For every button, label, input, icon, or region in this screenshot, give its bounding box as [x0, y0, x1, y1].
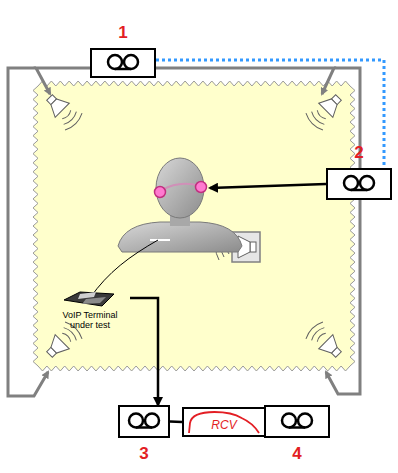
tape-recorder-symbol: [298, 414, 312, 428]
tape-recorder-symbol: [328, 170, 390, 198]
callout-number: 1: [92, 23, 154, 43]
device-label: VoIP Terminal under test: [56, 310, 124, 331]
handset-cord: [90, 240, 158, 298]
tape-recorder-symbol: [129, 414, 143, 428]
loudspeaker: [319, 335, 342, 358]
tape-recorder-symbol: [115, 68, 131, 71]
tape-recorder-symbol: [108, 55, 122, 69]
phone-icon: [50, 286, 130, 310]
loudspeaker: [304, 89, 347, 132]
signal-connector: [130, 298, 158, 405]
tape-recorder: 1: [90, 48, 156, 78]
mouth-simulator: [250, 242, 256, 252]
head-and-torso-simulator: [196, 182, 207, 193]
filter-label: RCV: [184, 418, 264, 432]
receive-filter-box: RCV: [182, 407, 266, 437]
callout-number: 4: [266, 444, 328, 464]
phone-icon: [64, 292, 114, 306]
loudspeaker-feed-lines: [8, 68, 48, 396]
head-and-torso-simulator: [150, 239, 170, 241]
tape-recorder-symbol: [360, 176, 374, 190]
tape-recorder: 2: [326, 168, 392, 200]
head-and-torso-simulator: [162, 184, 200, 190]
head-and-torso-simulator: [155, 187, 166, 198]
callout-number: 3: [120, 444, 168, 464]
tape-recorder-symbol: [344, 176, 358, 190]
tape-recorder-symbol: [120, 407, 168, 436]
tape-recorder-symbol: [282, 414, 296, 428]
head-and-torso-simulator: [118, 158, 242, 252]
sync-link: [156, 60, 384, 168]
tape-recorder: 3: [118, 405, 170, 438]
tape-recorder-symbol: [145, 414, 159, 428]
voip-terminal: VoIP Terminal under test: [50, 286, 130, 333]
room-wall: [33, 81, 355, 371]
loudspeaker: [304, 320, 347, 363]
loudspeaker: [58, 106, 84, 132]
tape-recorder-symbol: [266, 407, 328, 436]
tape-recorder-symbol: [351, 189, 367, 192]
loudspeaker: [47, 335, 70, 358]
loudspeaker: [304, 320, 330, 346]
callout-number: 2: [328, 143, 390, 163]
tape-recorder-symbol: [92, 50, 154, 76]
head-and-torso-simulator: [118, 222, 242, 252]
ear-signal-arrow: [210, 184, 326, 188]
signal-connector: [170, 420, 182, 423]
tape-recorder-symbol: [289, 426, 305, 429]
loudspeakers: [41, 89, 347, 363]
loudspeaker-feed-lines: [8, 68, 360, 396]
loudspeaker-feed-lines: [36, 68, 90, 94]
loudspeaker: [47, 95, 70, 118]
loudspeaker: [41, 89, 84, 132]
tape-recorder: 4: [264, 405, 330, 438]
loudspeaker-feed-lines: [156, 68, 334, 94]
phone-icon: [78, 292, 96, 299]
phone-icon: [82, 297, 106, 304]
loudspeaker: [319, 95, 342, 118]
tape-recorder-symbol: [136, 426, 152, 429]
tape-recorder-symbol: [124, 55, 138, 69]
anechoic-room: [33, 81, 355, 371]
loudspeaker: [304, 106, 330, 132]
